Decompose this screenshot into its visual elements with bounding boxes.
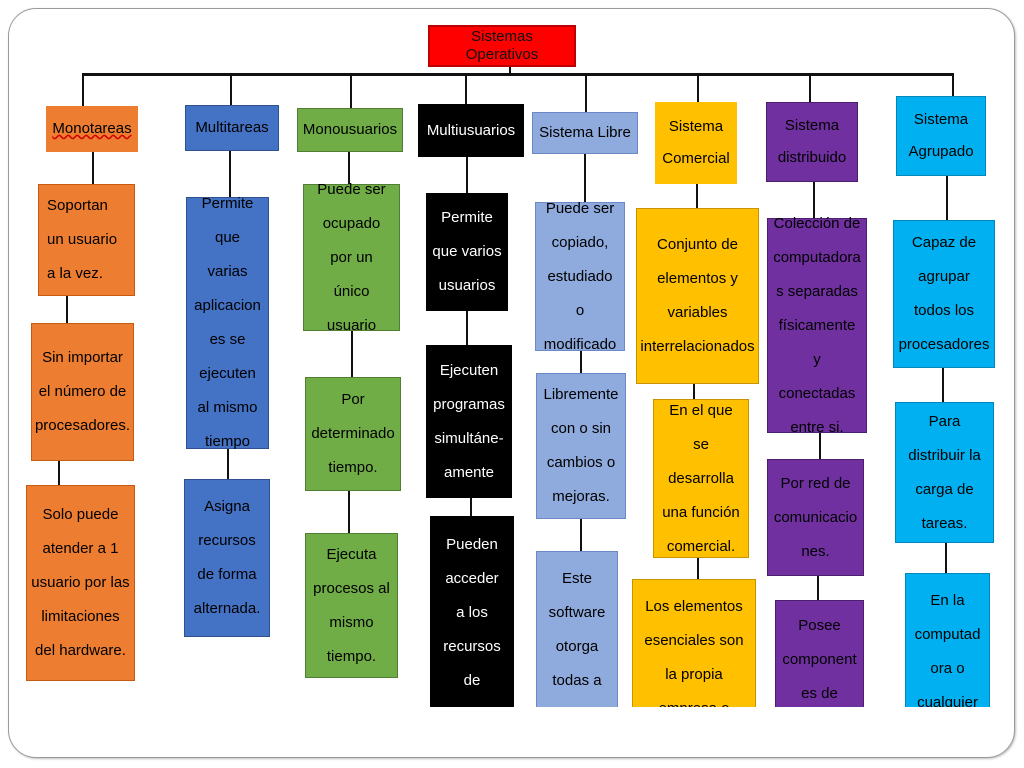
box-text: Solo puede atender a 1 usuario por las l…	[31, 506, 130, 659]
header-monousuarios: Monousuarios	[297, 108, 403, 152]
root-node: Sistemas Operativos	[428, 25, 576, 67]
box-text: Sin importar el número de procesadores.	[34, 349, 131, 434]
connector-line	[693, 384, 695, 399]
header-label: Multitareas	[195, 119, 269, 136]
header-sistema-agrupado: Sistema Agrupado	[896, 96, 986, 176]
multiusuarios-box-2: Ejecuten programas simultáne- amente	[426, 345, 512, 498]
box-text: Puede ser copiado, estudiado o modificad…	[543, 199, 617, 353]
monotareas-box-2: Sin importar el número de procesadores.	[31, 323, 134, 461]
box-text: Ejecuten programas simultáne- amente	[433, 361, 505, 481]
connector-line	[942, 368, 944, 402]
box-text: Permite que varios usuarios	[432, 209, 502, 294]
header-label: Sistema Comercial	[662, 118, 730, 167]
connector-col-1	[82, 74, 84, 106]
header-multitareas: Multitareas	[185, 105, 279, 151]
connector-col-4	[465, 74, 467, 104]
root-label: Sistemas Operativos	[465, 28, 539, 63]
connector-line	[813, 182, 815, 218]
sistema-distribuido-box-2: Por red de comunicacio nes.	[767, 459, 864, 576]
connector-line	[92, 152, 94, 184]
sistema-distribuido-box-3: Posee component es de	[775, 600, 864, 707]
sistema-agrupado-box-3: En la computad ora o cualquier	[905, 573, 990, 707]
monotareas-box-3: Solo puede atender a 1 usuario por las l…	[26, 485, 135, 681]
box-text: Soportan un usuario a la vez.	[47, 197, 118, 282]
multitareas-box-1: Permite que varias aplicacion es se ejec…	[186, 195, 269, 450]
sistema-comercial-box-1: Conjunto de elementos y variables interr…	[636, 208, 759, 384]
box-text: Por determinado tiempo.	[311, 391, 395, 476]
connector-line	[348, 491, 350, 533]
header-sistema-libre: Sistema Libre	[532, 112, 638, 154]
box-text: Posee component es de	[782, 617, 857, 702]
connector-line	[696, 184, 698, 208]
sistema-agrupado-box-1: Capaz de agrupar todos los procesadores	[893, 220, 995, 368]
connector-line	[945, 543, 947, 573]
monousuarios-box-1: Puede ser ocupado por un único usuario	[303, 181, 400, 334]
box-text: Libremente con o sin cambios o mejoras.	[543, 386, 619, 505]
sistema-libre-box-1: Puede ser copiado, estudiado o modificad…	[535, 200, 625, 353]
sistema-comercial-box-3: Los elementos esenciales son la propia e…	[632, 579, 756, 707]
connector-line	[66, 296, 68, 323]
box-text: Los elementos esenciales son la propia e…	[644, 598, 744, 707]
header-label: Monotareas	[52, 120, 132, 137]
header-monotareas: Monotareas	[46, 106, 138, 152]
connector-line	[229, 151, 231, 197]
monousuarios-box-3: Ejecuta procesos al mismo tiempo.	[305, 533, 398, 678]
connector-col-5	[585, 74, 587, 112]
box-text: Este software otorga todas a los	[548, 570, 606, 707]
header-label: Sistema Agrupado	[908, 111, 974, 160]
multiusuarios-box-1: Permite que varios usuarios	[426, 193, 508, 311]
sistema-agrupado-box-2: Para distribuir la carga de tareas.	[895, 402, 994, 543]
sistema-libre-box-3: Este software otorga todas a los	[536, 551, 618, 707]
monotareas-box-1: Soportan un usuario a la vez.	[38, 184, 135, 296]
sistema-comercial-box-2: En el que se desarrolla una función come…	[653, 399, 749, 558]
connector-col-2	[230, 74, 232, 105]
connector-root	[509, 66, 511, 75]
multiusuarios-box-3: Pueden acceder a los recursos de	[430, 516, 514, 707]
connector-col-7	[809, 74, 811, 102]
connector-line	[584, 154, 586, 202]
connector-bar	[82, 73, 954, 76]
header-label: Monousuarios	[302, 121, 398, 138]
box-text: Puede ser ocupado por un único usuario	[317, 180, 386, 334]
box-text: Asigna recursos de forma alternada.	[193, 498, 261, 617]
sistema-distribuido-box-1: Colección de computadora s separadas fís…	[767, 215, 867, 436]
box-text: Colección de computadora s separadas fís…	[773, 214, 861, 436]
connector-line	[466, 157, 468, 193]
monousuarios-box-2: Por determinado tiempo.	[305, 377, 401, 491]
box-text: Para distribuir la carga de tareas.	[908, 412, 981, 532]
connector-line	[348, 152, 350, 184]
connector-line	[470, 498, 472, 516]
header-sistema-distribuido: Sistema distribuido	[766, 102, 858, 182]
box-text: Conjunto de elementos y variables interr…	[640, 236, 755, 355]
connector-line	[351, 331, 353, 377]
box-text: Capaz de agrupar todos los procesadores	[898, 234, 990, 353]
box-text: Ejecuta procesos al mismo tiempo.	[313, 545, 390, 665]
connector-line	[227, 449, 229, 479]
connector-col-6	[697, 74, 699, 102]
diagram-area: Sistemas Operativos Monotareas Multitare…	[26, 25, 995, 707]
box-text: En la computad ora o cualquier	[914, 592, 981, 707]
connector-line	[697, 558, 699, 579]
connector-col-3	[350, 74, 352, 108]
multitareas-box-2: Asigna recursos de forma alternada.	[184, 479, 270, 637]
sistema-libre-box-2: Libremente con o sin cambios o mejoras.	[536, 373, 626, 519]
header-label: Sistema distribuido	[777, 117, 847, 166]
box-text: Pueden acceder a los recursos de	[443, 536, 501, 689]
connector-line	[819, 433, 821, 459]
connector-col-8	[952, 74, 954, 96]
header-label: Sistema Libre	[539, 124, 631, 141]
connector-line	[58, 461, 60, 485]
box-text: Por red de comunicacio nes.	[773, 474, 858, 560]
connector-line	[466, 311, 468, 345]
connector-line	[946, 176, 948, 220]
header-sistema-comercial: Sistema Comercial	[655, 102, 737, 184]
connector-line	[817, 576, 819, 600]
header-label: Multiusuarios	[426, 121, 516, 139]
connector-line	[580, 519, 582, 551]
header-multiusuarios: Multiusuarios	[418, 104, 524, 157]
box-text: En el que se desarrolla una función come…	[662, 401, 740, 555]
box-text: Permite que varias aplicacion es se ejec…	[194, 195, 261, 450]
connector-line	[580, 351, 582, 373]
